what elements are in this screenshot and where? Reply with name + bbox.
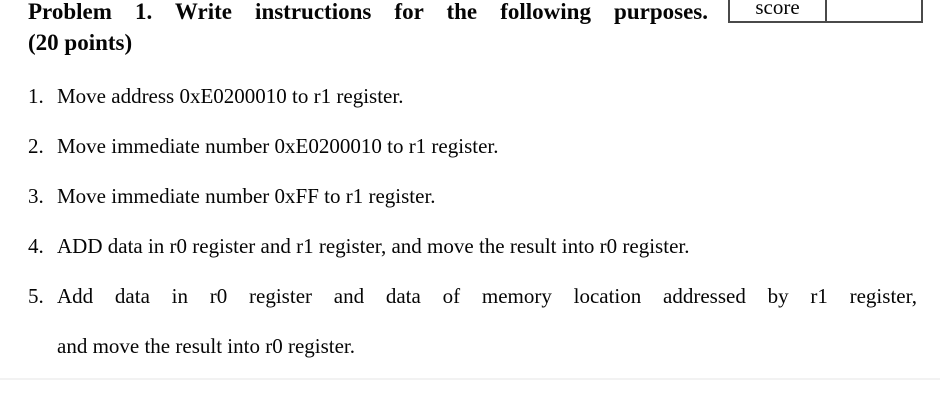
- score-value-cell: [827, 0, 921, 21]
- item-text: Move address 0xE0200010 to r1 register.: [57, 84, 404, 108]
- problem-title: Problem 1. Write instructions for the fo…: [28, 0, 708, 58]
- bottom-divider-line: [0, 378, 940, 380]
- list-item-3: 3. Move immediate number 0xFF to r1 regi…: [28, 182, 928, 211]
- list-item-5-line-1: 5. Add data in r0 register and data of m…: [28, 282, 928, 311]
- item-text: Move immediate number 0xE0200010 to r1 r…: [57, 134, 499, 158]
- item-number: 5.: [28, 284, 44, 308]
- list-item-4: 4. ADD data in r0 register and r1 regist…: [28, 232, 928, 261]
- item-number: 1.: [28, 84, 44, 108]
- list-item-5-line-2: and move the result into r0 register.: [28, 332, 928, 361]
- item-text: and move the result into r0 register.: [57, 334, 356, 358]
- list-item-2: 2. Move immediate number 0xE0200010 to r…: [28, 132, 928, 161]
- score-label-cell: score: [730, 0, 827, 21]
- item-number: 3.: [28, 184, 44, 208]
- problem-list: 1. Move address 0xE0200010 to r1 registe…: [28, 82, 928, 382]
- item-number: 4.: [28, 234, 44, 258]
- item-text: Move immediate number 0xFF to r1 registe…: [57, 184, 436, 208]
- item-number: [28, 332, 57, 361]
- score-table: score: [728, 0, 923, 23]
- item-text: ADD data in r0 register and r1 register,…: [57, 234, 690, 258]
- item-text: Add data in r0 register and data of memo…: [57, 284, 917, 308]
- item-number: 2.: [28, 134, 44, 158]
- score-label: score: [755, 0, 800, 19]
- problem-title-line-1: Problem 1. Write instructions for the fo…: [28, 0, 708, 24]
- problem-points: (20 points): [28, 30, 133, 55]
- list-item-1: 1. Move address 0xE0200010 to r1 registe…: [28, 82, 928, 111]
